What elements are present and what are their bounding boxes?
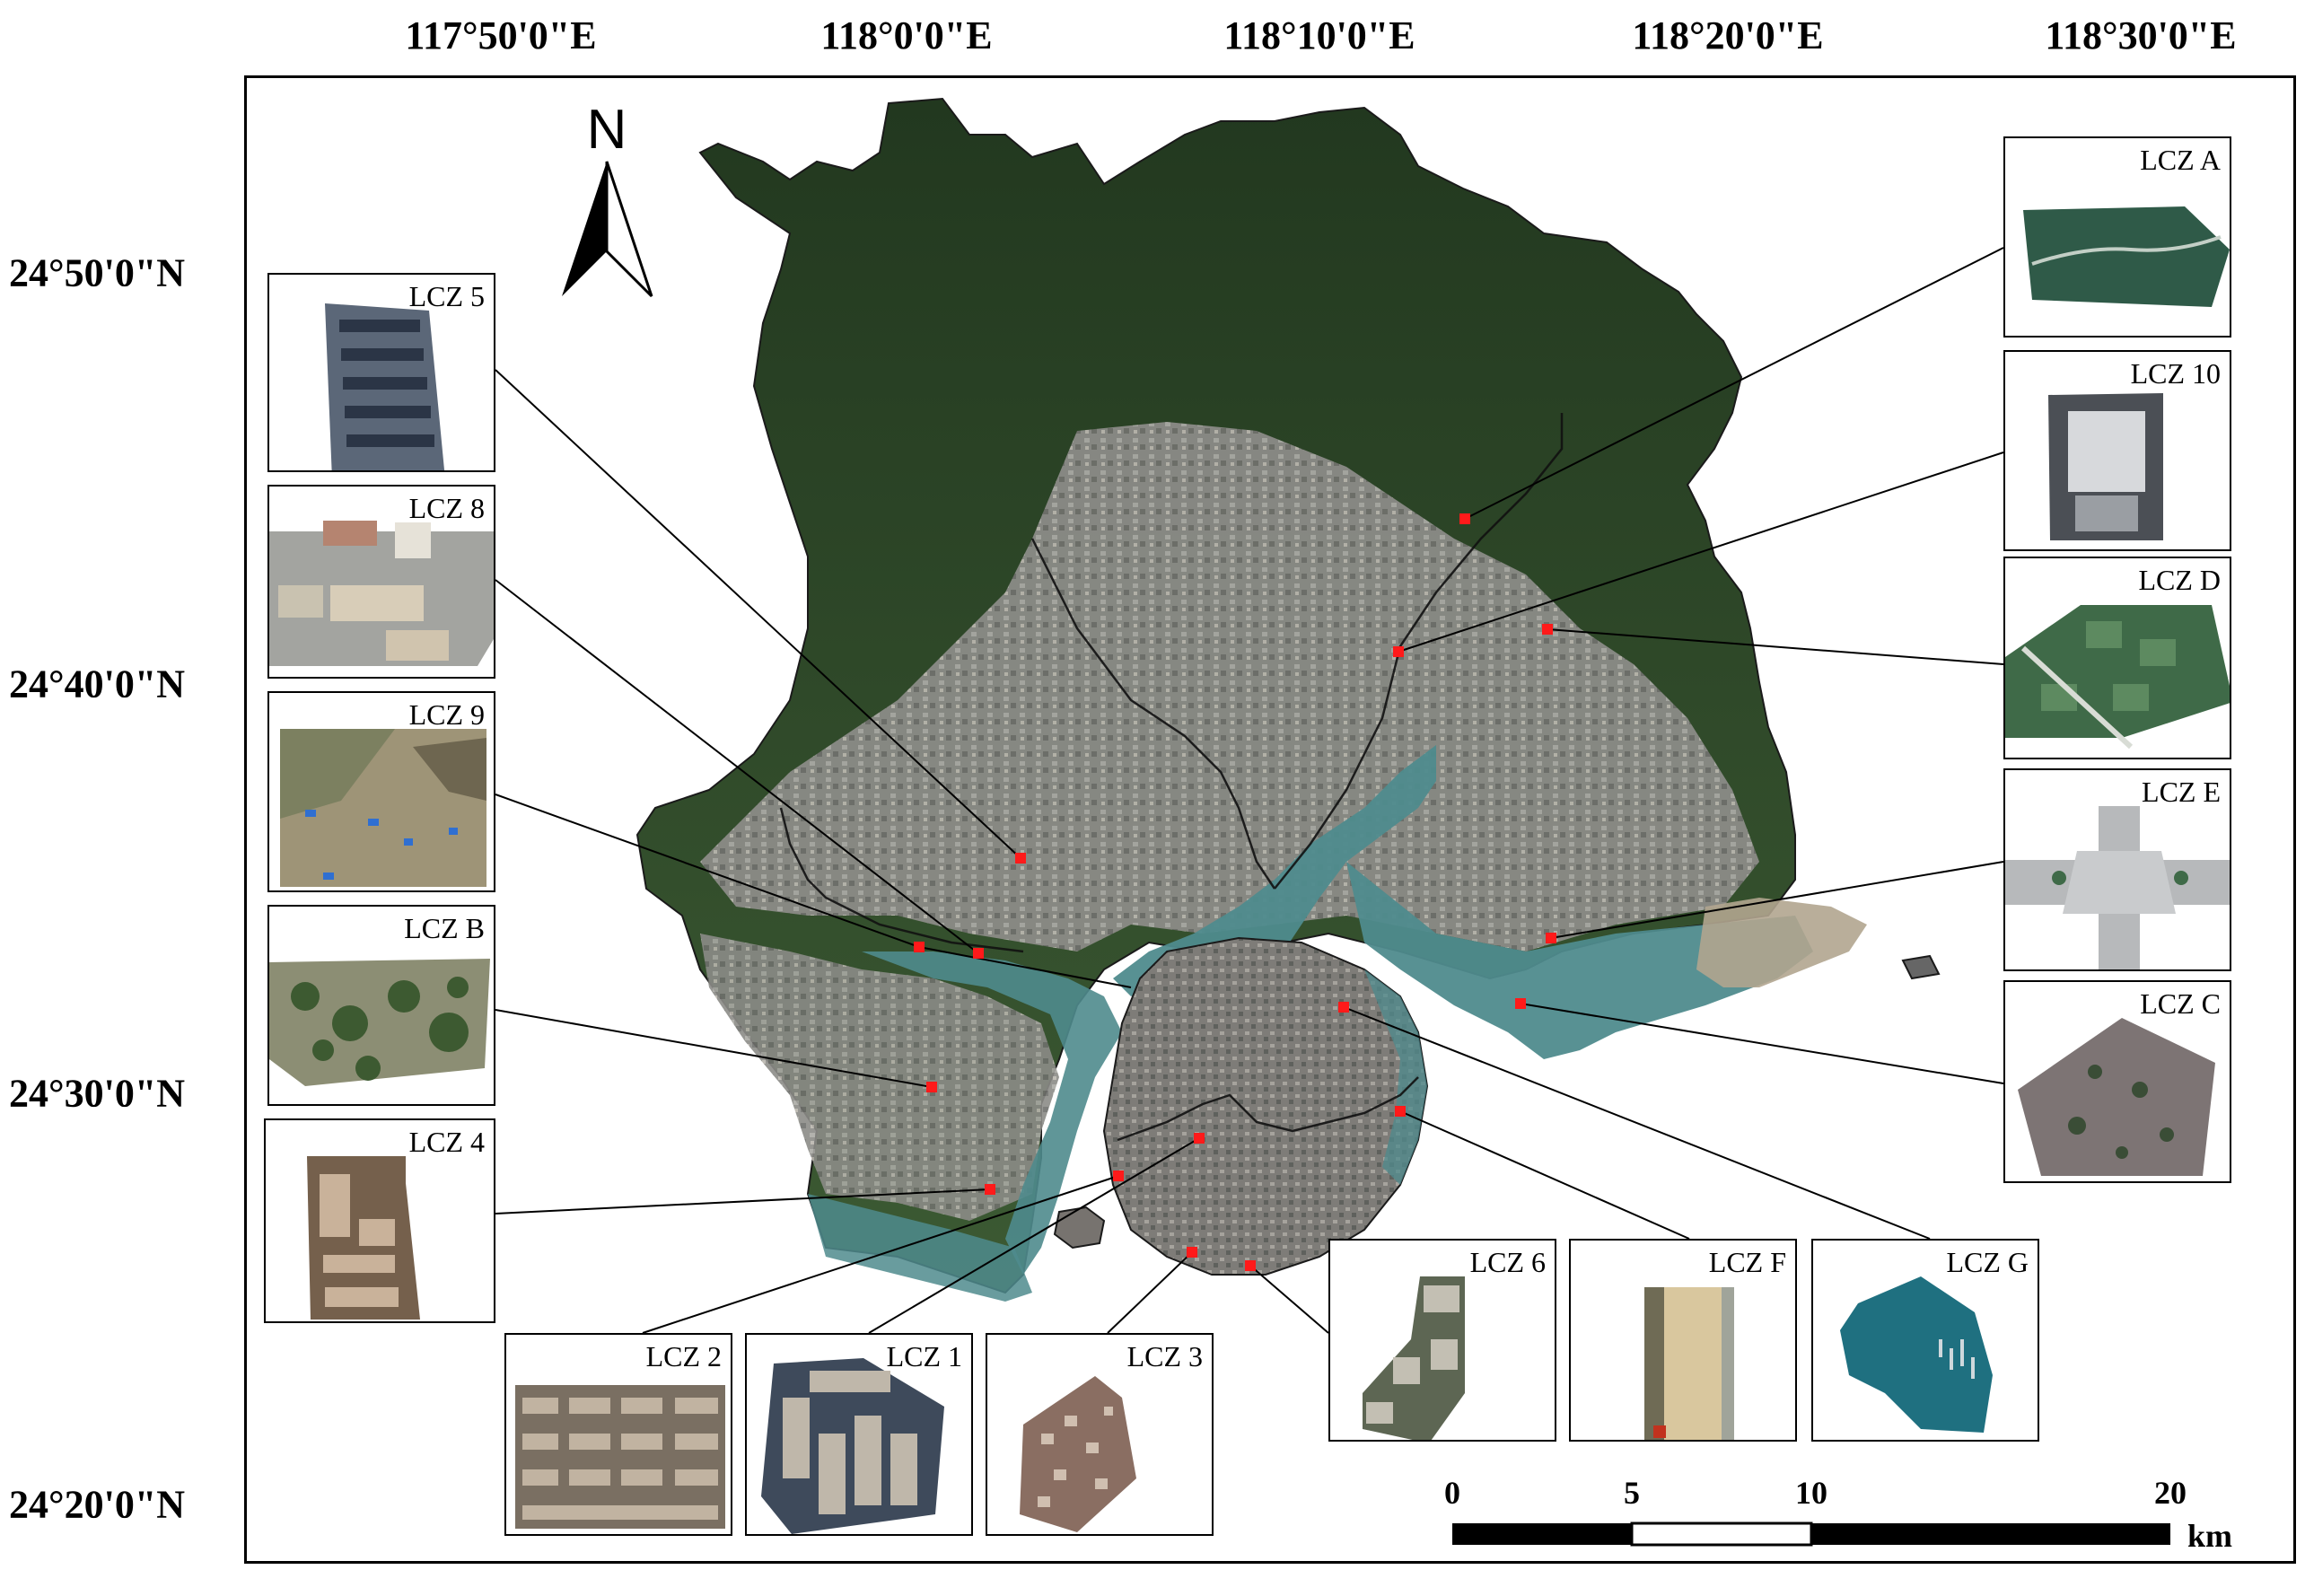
latitude-label-1: 24°50'0"N <box>9 250 186 295</box>
bay-water <box>1113 745 1436 996</box>
inset-label: LCZ D <box>2138 564 2221 596</box>
inset-image <box>1363 1276 1465 1440</box>
inset-image <box>280 729 486 887</box>
scale-tick-0: 0 <box>1444 1475 1460 1511</box>
east-peninsula <box>1696 898 1867 987</box>
longitude-label-2: 118°0'0"E <box>820 13 993 57</box>
marker-lcz-6 <box>1245 1260 1256 1271</box>
island-coast-water <box>1364 969 1427 1185</box>
marker-lcz-2 <box>1113 1171 1124 1181</box>
inset-image <box>2048 393 2163 540</box>
longitude-label-1: 117°50'0"E <box>405 13 597 57</box>
inset-image <box>269 959 490 1086</box>
inset-lcz-2: LCZ 2 <box>504 1333 732 1536</box>
longitude-label-3: 118°10'0"E <box>1223 13 1415 57</box>
inset-image <box>761 1358 944 1534</box>
inset-label: LCZ 2 <box>645 1340 722 1372</box>
inset-lcz-1: LCZ 1 <box>745 1333 973 1536</box>
inset-lcz-a: LCZ A <box>2003 136 2231 338</box>
inset-lcz-e: LCZ E <box>2003 768 2231 971</box>
east-islet <box>1901 954 1941 980</box>
scale-tick-10: 10 <box>1795 1475 1827 1511</box>
inset-image <box>1840 1276 1993 1433</box>
map-frame <box>244 75 2296 1564</box>
marker-lcz-10 <box>1393 646 1404 657</box>
inset-lcz-g: LCZ G <box>1811 1239 2039 1442</box>
inset-label: LCZ C <box>2140 987 2221 1020</box>
marker-lcz-9 <box>914 942 925 952</box>
inset-image <box>2005 605 2230 750</box>
inset-lcz-b: LCZ B <box>267 905 495 1106</box>
inset-lcz-10: LCZ 10 <box>2003 350 2231 551</box>
marker-lcz-c <box>1515 998 1526 1009</box>
inset-lcz-3: LCZ 3 <box>986 1333 1214 1536</box>
inset-lcz-c: LCZ C <box>2003 980 2231 1183</box>
inset-lcz-9: LCZ 9 <box>267 691 495 892</box>
inset-label: LCZ 1 <box>886 1340 962 1372</box>
marker-lcz-5 <box>1015 853 1026 864</box>
urban-core <box>700 422 1759 951</box>
marker-lcz-4 <box>985 1184 995 1195</box>
scale-bar <box>1452 1521 2170 1547</box>
inset-image <box>515 1385 725 1529</box>
inset-lcz-f: LCZ F <box>1569 1239 1797 1442</box>
inset-lcz-8: LCZ 8 <box>267 485 495 679</box>
latitude-label-4: 24°20'0"N <box>9 1482 186 1527</box>
inset-image <box>1644 1287 1734 1440</box>
harbor-water <box>1346 862 1813 1059</box>
inset-label: LCZ 9 <box>408 698 485 731</box>
marker-lcz-a <box>1459 513 1470 524</box>
inset-lcz-6: LCZ 6 <box>1328 1239 1556 1442</box>
inset-lcz-d: LCZ D <box>2003 557 2231 759</box>
inset-image <box>307 1156 420 1320</box>
inset-label: LCZ 10 <box>2130 357 2221 390</box>
longitude-label-5: 118°30'0"E <box>2045 13 2237 57</box>
longitude-label-4: 118°20'0"E <box>1632 13 1824 57</box>
inset-label: LCZ G <box>1946 1246 2029 1278</box>
north-arrow-label: N <box>587 99 627 161</box>
inset-image <box>325 303 445 470</box>
inset-lcz-5: LCZ 5 <box>267 273 495 472</box>
scale-tick-20: 20 <box>2154 1475 2187 1511</box>
sample-markers <box>914 513 1556 1271</box>
inset-image <box>1020 1376 1136 1532</box>
xiamen-island <box>1102 936 1429 1276</box>
marker-lcz-b <box>926 1082 937 1092</box>
north-arrow-icon <box>562 161 653 298</box>
latitude-label-3: 24°30'0"N <box>9 1071 186 1116</box>
inset-image <box>2023 206 2230 307</box>
inset-label: LCZ B <box>404 912 485 944</box>
marker-lcz-e <box>1546 933 1556 943</box>
inset-image <box>269 521 494 666</box>
latitude-label-2: 24°40'0"N <box>9 662 186 706</box>
inset-lcz-4: LCZ 4 <box>264 1118 495 1323</box>
district-boundaries <box>779 413 1564 1142</box>
gulangyu-islet <box>1053 1206 1106 1250</box>
inset-label: LCZ 3 <box>1126 1340 1203 1372</box>
inset-label: LCZ F <box>1708 1246 1786 1278</box>
marker-lcz-d <box>1542 624 1553 635</box>
leader-lines <box>495 247 2004 1334</box>
marker-lcz-f <box>1395 1106 1406 1117</box>
scale-unit: km <box>2187 1518 2233 1554</box>
west-channel <box>862 951 1122 1275</box>
inset-label: LCZ 5 <box>408 280 485 312</box>
inset-label: LCZ A <box>2140 144 2221 176</box>
scale-tick-5: 5 <box>1624 1475 1640 1511</box>
inset-label: LCZ 4 <box>408 1126 485 1158</box>
inset-image <box>2005 806 2230 969</box>
inset-label: LCZ E <box>2142 776 2221 808</box>
marker-lcz-3 <box>1187 1247 1197 1258</box>
south-estuary <box>808 1194 1032 1302</box>
marker-lcz-8 <box>973 948 984 959</box>
inset-image <box>2018 1018 2215 1176</box>
marker-lcz-g <box>1338 1002 1349 1013</box>
marker-lcz-1 <box>1194 1133 1205 1144</box>
inset-label: LCZ 8 <box>408 492 485 524</box>
inset-label: LCZ 6 <box>1469 1246 1546 1278</box>
